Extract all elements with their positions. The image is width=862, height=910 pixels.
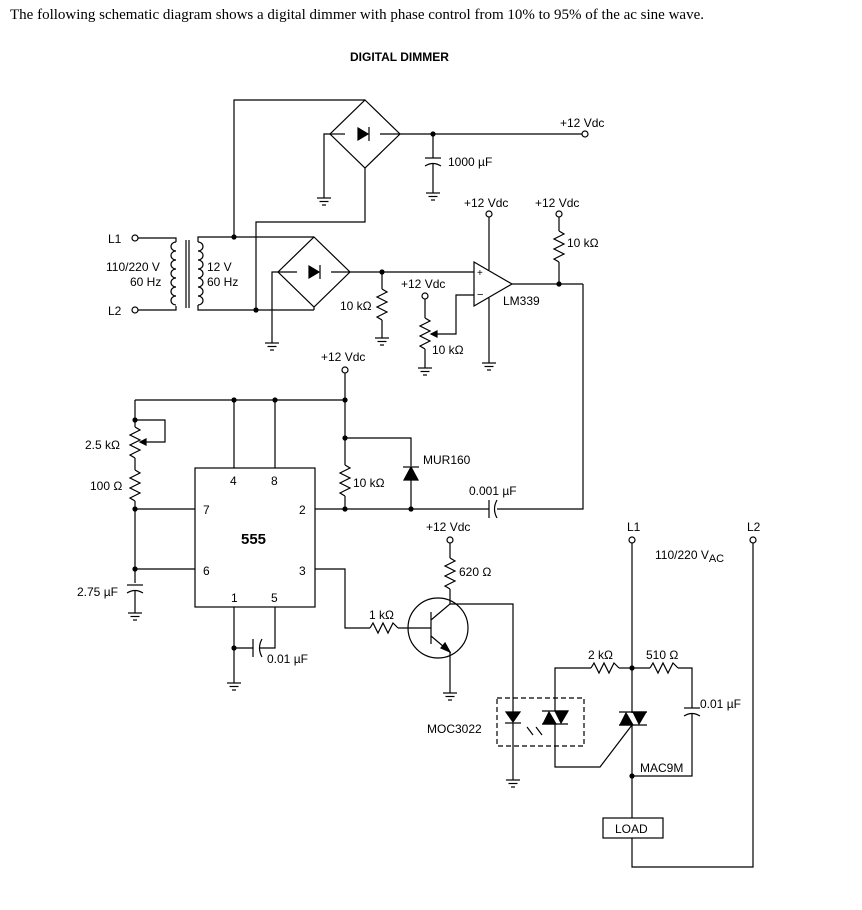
transformer: L1 L2 110/220 V 60 Hz 12 V 60 Hz (106, 232, 314, 318)
pot-supply-label: +12 Vdc (401, 277, 445, 291)
pin-6-label: 6 (203, 564, 210, 578)
gate-resistor-label: 2 kΩ (588, 648, 613, 662)
trigger-resistor-label: 10 kΩ (353, 476, 385, 490)
npn-transistor (407, 597, 469, 659)
pin-7-label: 7 (203, 503, 210, 517)
pin-5-label: 5 (271, 591, 278, 605)
pullup-supply-label: +12 Vdc (535, 196, 579, 210)
snubber-resistor-label: 510 Ω (646, 648, 678, 662)
ic-555-label: 555 (241, 531, 266, 548)
timing-cap-label: 2.75 µF (77, 585, 118, 599)
ic-555 (194, 467, 316, 608)
svg-text:+: + (477, 268, 483, 279)
intro-text: The following schematic diagram shows a … (10, 7, 704, 23)
moc3022-package (496, 697, 585, 747)
pin-3-label: 3 (299, 564, 306, 578)
mur160-label: MUR160 (423, 453, 471, 467)
l2-output-terminal[interactable] (749, 536, 757, 544)
pin5-cap-label: 0.01 µF (267, 652, 308, 666)
secondary-voltage-label: 12 V (207, 260, 232, 274)
pin-8-label: 8 (271, 474, 278, 488)
pin-4-label: 4 (230, 474, 237, 488)
timer-supply-label: +12 Vdc (321, 350, 365, 364)
pin-2-label: 2 (299, 503, 306, 517)
coupling-cap-label: 0.001 µF (469, 484, 517, 498)
load-box (602, 817, 664, 839)
comparator-supply-label: +12 Vdc (464, 196, 508, 210)
l1-input-terminal[interactable] (131, 234, 139, 242)
secondary-frequency-label: 60 Hz (207, 275, 238, 289)
pot-2-5k-label: 2.5 kΩ (85, 438, 120, 452)
l1-input-label: L1 (108, 232, 122, 246)
supply-top-label: +12 Vdc (560, 116, 604, 130)
comparator-label: LM339 (503, 294, 540, 308)
pullup-resistor-label: 10 kΩ (567, 236, 599, 250)
load-label: LOAD (615, 822, 648, 836)
pin-1-label: 1 (231, 591, 238, 605)
cap-1000uf-label: 1000 µF (448, 155, 492, 169)
mains-voltage-label: 110/220 V (106, 260, 160, 274)
optocoupler: MOC3022 (427, 667, 633, 788)
power-stage: L1 L2 110/220 VAC 2 kΩ 510 Ω 0.01 µF MAC… (588, 520, 761, 868)
zero-cross-detector: 10 kΩ + − LM339 +12 Vdc +12 Vdc 10 kΩ +1… (264, 196, 599, 510)
collector-resistor-label: 620 Ω (459, 565, 491, 579)
resistor-100-label: 100 Ω (90, 479, 122, 493)
threshold-pot-label: 10 kΩ (432, 343, 464, 357)
lm339-comparator (473, 260, 514, 308)
svg-text:−: − (477, 289, 483, 301)
l2-input-terminal[interactable] (131, 306, 139, 314)
l2-input-label: L2 (108, 304, 122, 318)
triac-label: MAC9M (640, 761, 683, 775)
transistor-supply-label: +12 Vdc (426, 520, 470, 534)
diagram-title: DIGITAL DIMMER (350, 50, 449, 64)
bridge-load-resistor-label: 10 kΩ (340, 299, 372, 313)
ac-voltage-label: 110/220 VAC (655, 548, 724, 565)
l1-output-label: L1 (627, 520, 641, 534)
driver-transistor: +12 Vdc 620 Ω (407, 520, 514, 712)
snubber-cap-label: 0.01 µF (700, 697, 741, 711)
base-resistor-label: 1 kΩ (369, 608, 394, 622)
l2-output-label: L2 (747, 520, 761, 534)
l1-output-terminal[interactable] (628, 536, 636, 544)
power-supply-section: +12 Vdc 1000 µF (233, 99, 604, 310)
mains-frequency-label: 60 Hz (130, 275, 161, 289)
timer-section: +12 Vdc 2.5 kΩ 100 Ω 2.75 µF 555 (77, 350, 517, 691)
opto-label: MOC3022 (427, 722, 482, 736)
